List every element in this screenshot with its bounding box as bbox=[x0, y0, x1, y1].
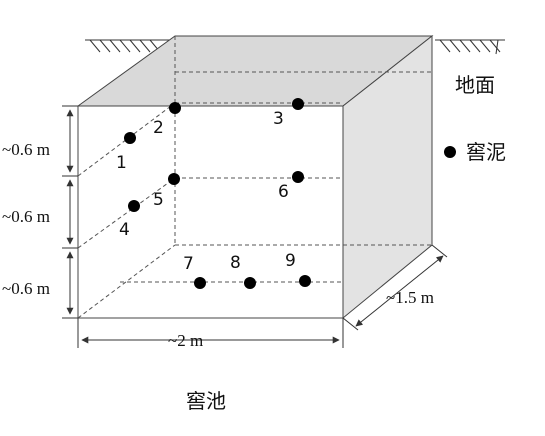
point-label-5: 5 bbox=[153, 190, 164, 210]
pit-label: 窖池 bbox=[186, 389, 226, 413]
point-label-6: 6 bbox=[278, 182, 289, 202]
width-dimension bbox=[77, 318, 344, 348]
height-label-2: ~0.6 m bbox=[2, 207, 50, 226]
point-2 bbox=[169, 102, 181, 114]
point-label-3: 3 bbox=[273, 109, 284, 129]
width-label: ~2 m bbox=[168, 331, 203, 350]
point-6 bbox=[292, 171, 304, 183]
depth-dimension bbox=[342, 244, 448, 331]
point-3 bbox=[292, 98, 304, 110]
front-face bbox=[77, 105, 344, 319]
ground-hatch-left bbox=[85, 39, 175, 53]
point-4 bbox=[128, 200, 140, 212]
legend-dot bbox=[444, 146, 456, 158]
height-label-3: ~0.6 m bbox=[2, 279, 50, 298]
point-7 bbox=[194, 277, 206, 289]
point-label-1: 1 bbox=[116, 153, 127, 173]
legend-label: 窖泥 bbox=[466, 140, 506, 164]
depth-label: ~1.5 m bbox=[386, 288, 434, 307]
point-1 bbox=[124, 132, 136, 144]
point-5 bbox=[168, 173, 180, 185]
point-label-2: 2 bbox=[153, 118, 164, 138]
point-label-9: 9 bbox=[285, 251, 296, 271]
ground-hatch-right bbox=[435, 39, 505, 55]
ground-label: 地面 bbox=[455, 73, 495, 97]
sampling-points bbox=[124, 98, 311, 289]
point-8 bbox=[244, 277, 256, 289]
height-label-1: ~0.6 m bbox=[2, 140, 50, 159]
point-label-7: 7 bbox=[183, 254, 194, 274]
point-label-8: 8 bbox=[230, 253, 241, 273]
point-9 bbox=[299, 275, 311, 287]
point-label-4: 4 bbox=[119, 220, 130, 240]
height-dimension bbox=[62, 105, 78, 319]
